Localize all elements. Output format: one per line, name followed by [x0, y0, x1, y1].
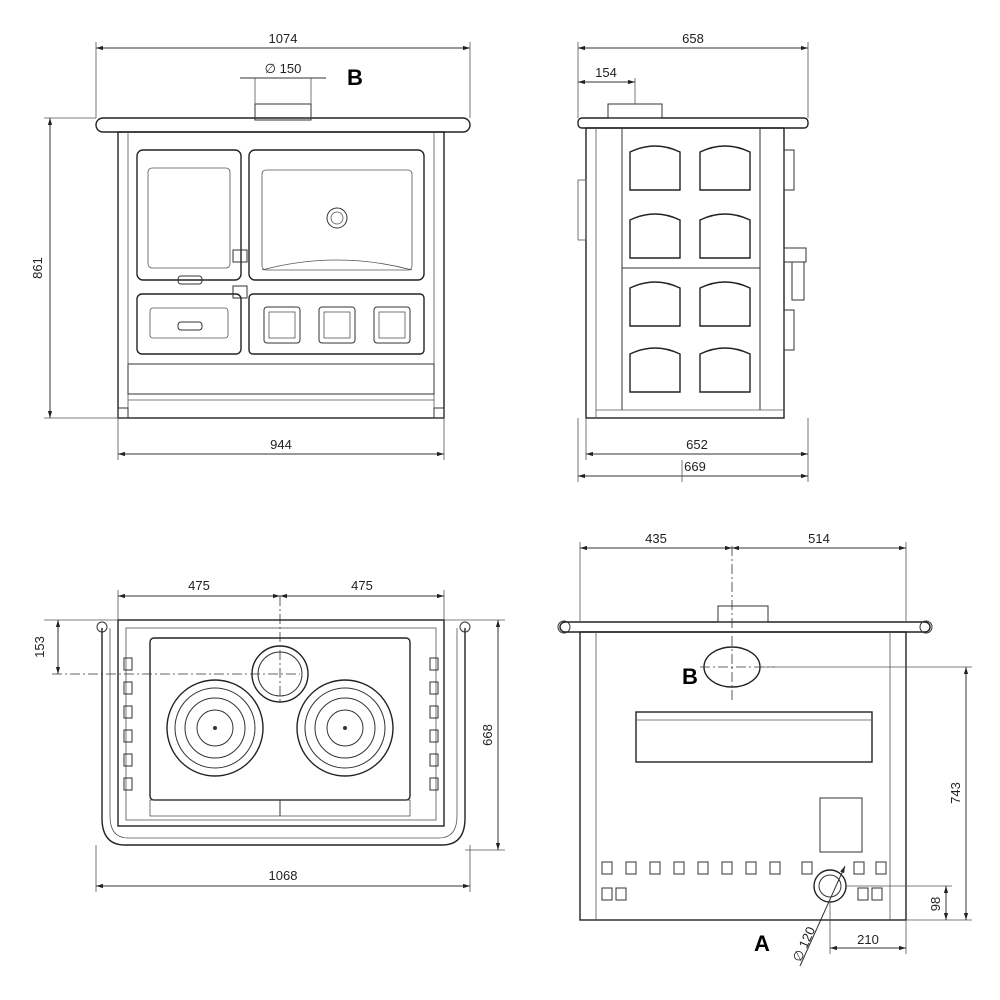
back-dimensions: 435 514 B 743 98 210 ∅ 120 A: [579, 531, 972, 967]
top-view: [52, 596, 471, 846]
dim-front-body-width: 944: [270, 437, 292, 452]
dim-side-base-depth: 669: [684, 459, 706, 474]
dim-side-body-depth: 652: [686, 437, 708, 452]
top-dimensions: 475 475 153 668 1068: [32, 578, 505, 892]
dim-side-flue-offset: 154: [595, 65, 617, 80]
dim-front-height: 861: [30, 257, 45, 279]
dim-top-left-half: 475: [188, 578, 210, 593]
dim-side-total-depth: 658: [682, 31, 704, 46]
label-air-inlet: A: [754, 931, 770, 956]
label-flue-top: B: [347, 65, 363, 90]
dim-top-flue-offset: 153: [32, 636, 47, 658]
dim-front-total-width: 1074: [269, 31, 298, 46]
side-dimensions: 658 154 652 669: [577, 31, 809, 482]
back-view: [557, 546, 933, 921]
front-dimensions: 1074 ∅ 150 B 861 944: [30, 31, 471, 460]
dim-back-left-offset: 435: [645, 531, 667, 546]
dim-back-inlet-diameter: ∅ 120: [790, 924, 819, 964]
dim-top-rail-width: 1068: [269, 868, 298, 883]
dim-top-right-half: 475: [351, 578, 373, 593]
dim-back-flue-height: 743: [948, 782, 963, 804]
label-flue-back: B: [682, 664, 698, 689]
front-view: [95, 103, 471, 419]
dim-back-right-offset: 514: [808, 531, 830, 546]
dim-back-inlet-offset: 210: [857, 932, 879, 947]
dim-top-depth: 668: [480, 724, 495, 746]
dim-front-flue-diameter: ∅ 150: [265, 61, 302, 76]
side-view: [577, 103, 809, 419]
dim-back-inlet-height: 98: [928, 897, 943, 911]
